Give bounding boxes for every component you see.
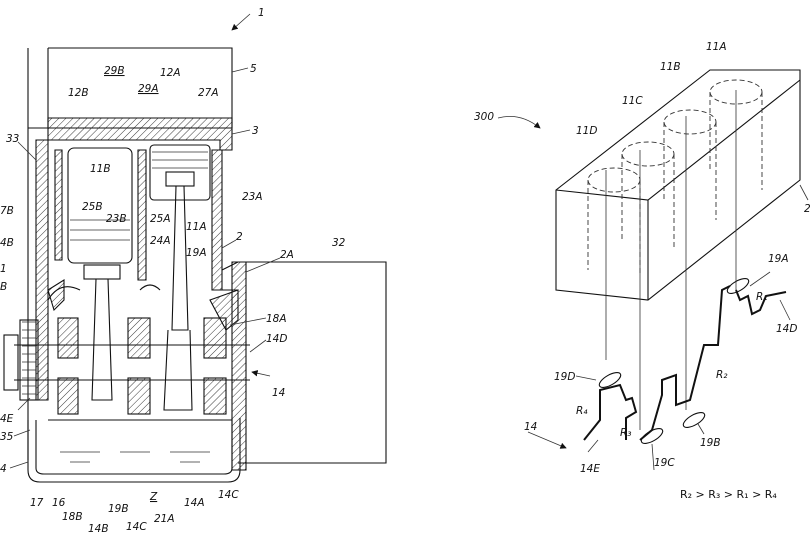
label-2: 2 <box>236 231 243 243</box>
label-19A-right: 19A <box>768 253 789 265</box>
label-14D-right: 14D <box>776 323 797 335</box>
label-5: 5 <box>250 63 257 75</box>
label-14E-right: 14E <box>580 463 600 475</box>
label-B: B <box>0 281 7 293</box>
label-11B: 11B <box>660 61 681 73</box>
label-19D: 19D <box>554 371 575 383</box>
engine-labels: 1 5 3 29B 29A 12A 12B 27A 33 11B 23A 7B … <box>0 7 346 535</box>
label-18B: 18B <box>62 511 83 523</box>
label-3: 3 <box>252 125 259 137</box>
label-R1: R₁ <box>756 291 768 303</box>
label-14-right: 14 <box>524 421 537 433</box>
label-19B-right: 19B <box>700 437 721 449</box>
label-2A: 2A <box>280 249 294 261</box>
label-300: 300 <box>474 111 494 123</box>
label-19B: 19B <box>108 503 129 515</box>
label-24B: 4B <box>0 237 14 249</box>
label-33: 33 <box>6 133 19 145</box>
label-19A: 19A <box>186 247 207 259</box>
label-R4: R₄ <box>576 405 588 417</box>
label-16: 16 <box>52 497 66 509</box>
label-29B: 29B <box>104 65 125 77</box>
label-23A: 23A <box>242 191 263 203</box>
label-27A: 27A <box>198 87 219 99</box>
label-1: 1 <box>0 263 7 275</box>
label-17: 17 <box>30 497 44 509</box>
label-25A: 25A <box>150 213 171 225</box>
label-14D: 14D <box>266 333 287 345</box>
label-R2: R₂ <box>716 369 728 381</box>
label-11A: 11A <box>186 221 207 233</box>
cylinder-block <box>497 69 809 471</box>
label-14C-b: 14C <box>218 489 239 501</box>
label-11D: 11D <box>576 125 597 137</box>
label-12B: 12B <box>68 87 89 99</box>
block-labels: 300 11A 11B 11C 11D 2 19A R₁ 14D R₂ 19D … <box>474 41 810 501</box>
label-35: 35 <box>0 431 14 443</box>
label-R3: R₃ <box>620 427 632 439</box>
label-11B: 11B <box>90 163 111 175</box>
label-21A: 21A <box>154 513 175 525</box>
label-32: 32 <box>332 237 346 249</box>
label-4: 4 <box>0 463 7 475</box>
label-19C: 19C <box>654 457 675 469</box>
radius-relation: R₂ > R₃ > R₁ > R₄ <box>680 488 777 501</box>
label-ref-1: 1 <box>258 7 265 19</box>
label-14E: 4E <box>0 413 14 425</box>
engine-section <box>3 13 387 483</box>
label-23B: 23B <box>106 213 127 225</box>
label-24A: 24A <box>150 235 171 247</box>
label-12A: 12A <box>160 67 181 79</box>
label-27B: 7B <box>0 205 14 217</box>
label-18A: 18A <box>266 313 287 325</box>
label-Z: Z <box>149 491 158 503</box>
label-2-right: 2 <box>804 203 810 215</box>
label-14A: 14A <box>184 497 205 509</box>
label-25B: 25B <box>82 201 103 213</box>
label-11C: 11C <box>622 95 643 107</box>
label-14C-a: 14C <box>126 521 147 533</box>
label-11A: 11A <box>706 41 727 53</box>
label-29A: 29A <box>138 83 159 95</box>
label-14: 14 <box>272 387 285 399</box>
label-14B: 14B <box>88 523 109 535</box>
